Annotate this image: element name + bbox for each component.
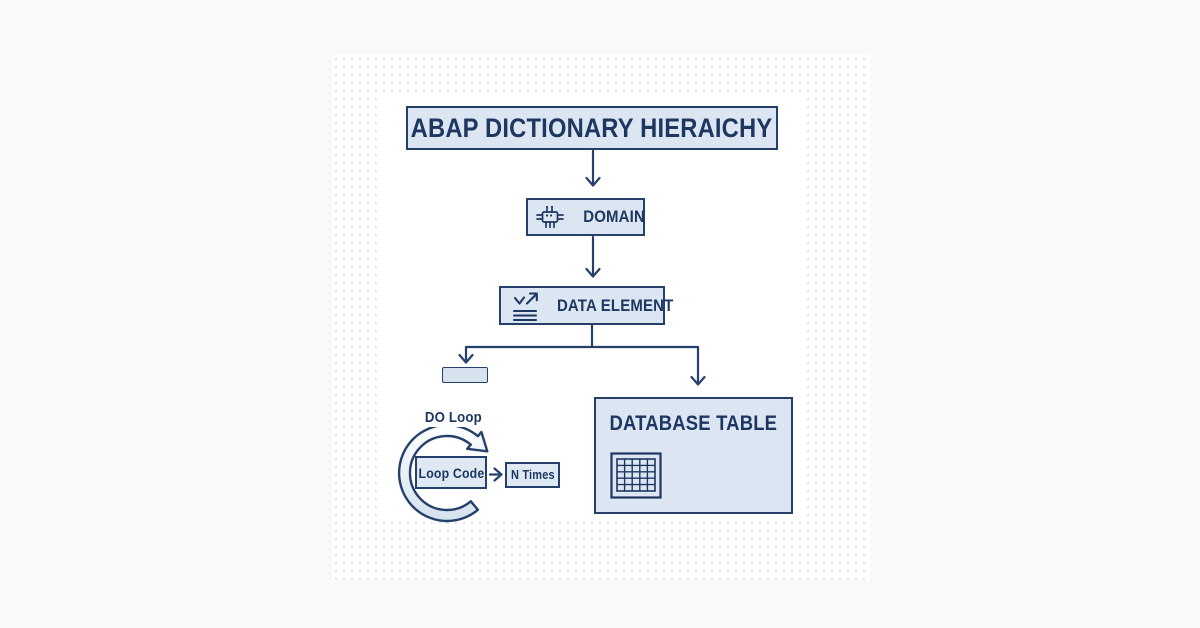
table-grid-icon xyxy=(610,452,662,499)
placeholder-box xyxy=(442,367,488,383)
do-loop-circular-arrow xyxy=(397,423,489,523)
data-lines-icon xyxy=(510,290,540,322)
loop-code-label: Loop Code xyxy=(418,464,484,481)
n-times-box: N Times xyxy=(505,462,560,488)
data-element-node: DATA ELEMENT xyxy=(499,286,673,325)
data-element-label: DATA ELEMENT xyxy=(556,295,674,315)
chip-icon xyxy=(535,202,566,232)
database-table-label: DATABASE TABLE xyxy=(609,412,778,435)
domain-label: DOMAIN xyxy=(583,207,645,226)
do-loop-caption: DO Loop xyxy=(417,408,490,427)
title-box: ABAP DICTIONARY HIERAICHY xyxy=(406,106,778,150)
page-title: ABAP DICTIONARY HIERAICHY xyxy=(411,112,773,143)
database-table-node: DATABASE TABLE xyxy=(594,397,793,514)
domain-node: DOMAIN xyxy=(526,198,645,236)
loop-code-box: Loop Code xyxy=(415,456,487,489)
n-times-label: N Times xyxy=(510,468,555,482)
